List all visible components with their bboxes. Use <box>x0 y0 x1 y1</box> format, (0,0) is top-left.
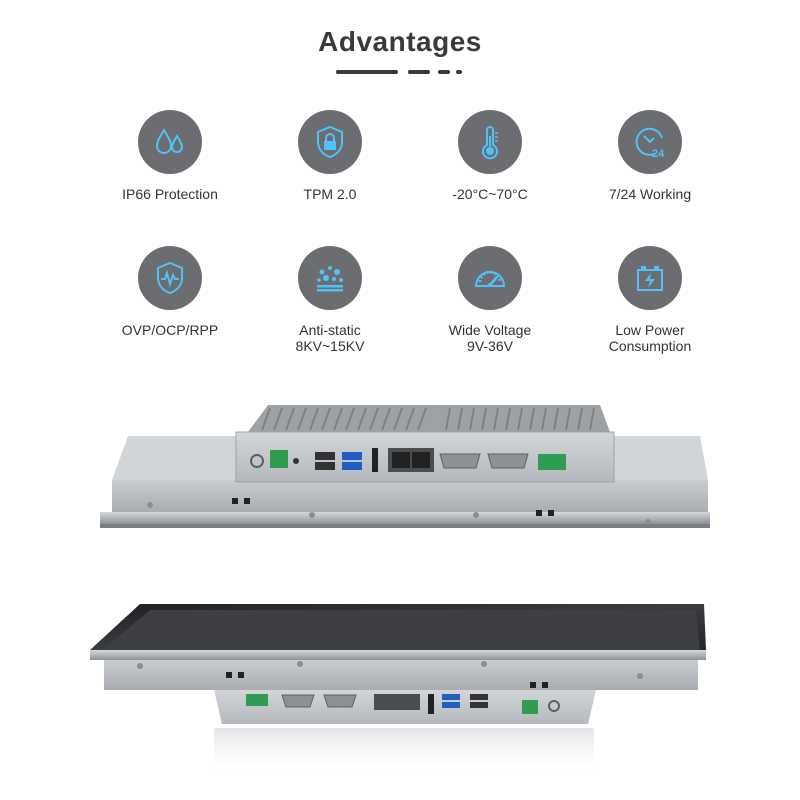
gauge-icon <box>458 246 522 310</box>
feature-label: TPM 2.0 <box>303 186 357 202</box>
water-drops-icon <box>138 110 202 174</box>
shield-pulse-icon <box>138 246 202 310</box>
feature-protection: OVP/OCP/RPP <box>80 246 260 338</box>
feature-label: 7/24 Working <box>608 186 692 202</box>
feature-ip66: IP66 Protection <box>80 110 260 202</box>
clock-24-icon: 24 <box>618 110 682 174</box>
section-title: Advantages <box>318 26 482 57</box>
feature-24-7: 24 7/24 Working <box>560 110 740 202</box>
feature-tpm: TPM 2.0 <box>240 110 420 202</box>
feature-label: IP66 Protection <box>122 186 218 202</box>
feature-temperature: -20°C~70°C <box>400 110 580 202</box>
static-dots-icon <box>298 246 362 310</box>
panel-pc-front-view <box>90 604 706 778</box>
thermometer-icon <box>458 110 522 174</box>
battery-icon <box>618 246 682 310</box>
feature-label: -20°C~70°C <box>452 186 528 202</box>
title-underline-decoration <box>336 70 462 74</box>
panel-pc-back-view <box>100 405 710 528</box>
svg-text:24: 24 <box>652 148 665 160</box>
feature-label: OVP/OCP/RPP <box>121 322 219 338</box>
shield-lock-icon <box>298 110 362 174</box>
